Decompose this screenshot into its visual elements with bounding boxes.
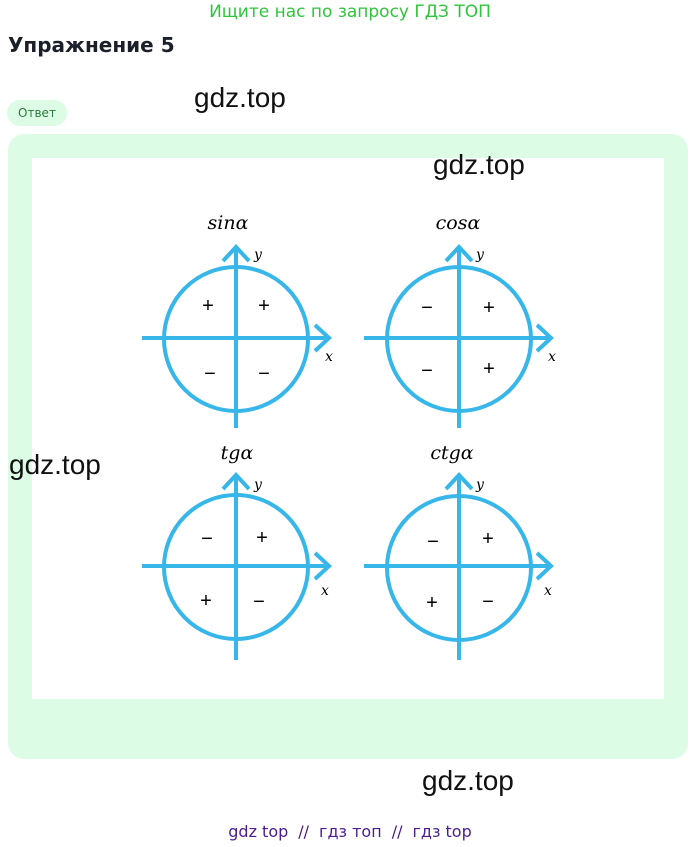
quadrant-2-sign: −: [201, 528, 213, 550]
footer-separator: //: [391, 822, 403, 841]
trig-sign-figure: sinα y x + + − − cosα y x − + − +: [32, 158, 664, 699]
x-axis-label: x: [548, 349, 556, 365]
answer-tab[interactable]: Ответ: [7, 100, 67, 126]
footer-separator: //: [298, 822, 310, 841]
footer-links: gdz top // гдз топ // гдз top: [0, 822, 700, 841]
y-axis-arrow: [444, 472, 474, 491]
y-axis-label: y: [475, 477, 485, 493]
x-axis-label: x: [321, 583, 329, 599]
watermark: gdz.top: [433, 149, 525, 180]
footer-link[interactable]: гдз топ: [319, 822, 382, 841]
quadrant-4-sign: −: [253, 591, 265, 613]
footer-link[interactable]: гдз top: [412, 822, 472, 841]
quadrant-4-sign: −: [258, 363, 270, 385]
x-axis-arrow: [535, 551, 554, 581]
watermark: gdz.top: [194, 82, 286, 113]
diagram-ctg: ctgα y x − + + −: [364, 442, 554, 660]
x-axis-label: x: [325, 349, 333, 365]
footer-link[interactable]: gdz top: [228, 822, 289, 841]
diagram-title: tgα: [221, 442, 254, 464]
diagram-title: sinα: [208, 212, 249, 234]
quadrant-2-sign: −: [427, 531, 439, 553]
quadrant-4-sign: −: [482, 591, 494, 613]
exercise-title: Упражнение 5: [8, 33, 175, 57]
x-axis-arrow: [535, 323, 554, 353]
quadrant-3-sign: +: [426, 592, 438, 614]
quadrant-1-sign: +: [483, 297, 495, 319]
y-axis-label: y: [253, 477, 263, 493]
quadrant-3-sign: −: [204, 363, 216, 385]
quadrant-2-sign: −: [421, 297, 433, 319]
watermark: gdz.top: [422, 765, 514, 796]
quadrant-1-sign: +: [256, 527, 268, 549]
quadrant-4-sign: +: [483, 358, 495, 380]
y-axis-arrow: [444, 244, 474, 263]
y-axis-arrow: [221, 472, 251, 491]
y-axis-arrow: [221, 244, 251, 263]
diagram-title: ctgα: [430, 442, 473, 464]
quadrant-3-sign: +: [200, 590, 212, 612]
search-banner: Ищите нас по запросу ГДЗ ТОП: [209, 2, 491, 22]
quadrant-signs-diagram: sinα y x + + − − cosα y x − + − +: [142, 212, 556, 660]
quadrant-1-sign: +: [482, 528, 494, 550]
diagram-title: cosα: [436, 212, 481, 234]
diagram-sin: sinα y x + + − −: [142, 212, 333, 428]
watermark: gdz.top: [9, 449, 101, 480]
x-axis-arrow: [313, 323, 332, 353]
quadrant-1-sign: +: [258, 295, 270, 317]
diagram-tg: tgα y x − + + −: [142, 442, 332, 660]
y-axis-label: y: [253, 247, 263, 263]
x-axis-arrow: [313, 551, 332, 581]
diagram-cos: cosα y x − + − +: [364, 212, 556, 428]
quadrant-2-sign: +: [202, 295, 214, 317]
x-axis-label: x: [544, 583, 552, 599]
quadrant-3-sign: −: [421, 360, 433, 382]
y-axis-label: y: [475, 247, 485, 263]
